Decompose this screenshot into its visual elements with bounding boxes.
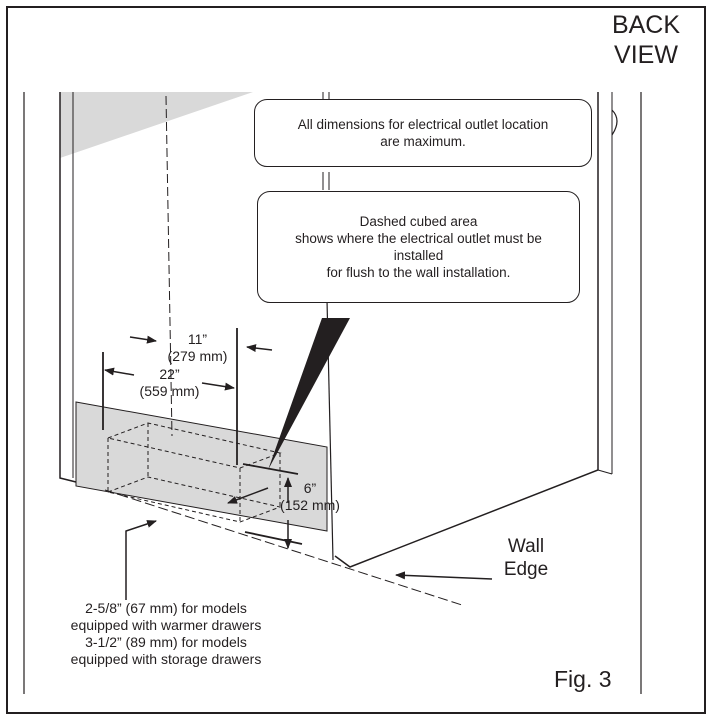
dim-22-mm: (559 mm) [139,383,200,399]
drawer-note-line-1: 2-5/8” (67 mm) for models [85,600,247,616]
callout-pointer [268,318,350,470]
dim-22-label: 22” (559 mm) [122,366,217,400]
view-title-line-1: BACK [611,11,681,39]
outer-frame [6,6,706,714]
note-cubed-area: Dashed cubed area shows where the electr… [257,191,580,303]
drawer-note-leader [125,520,157,600]
note-cubed-line-4: for flush to the wall installation. [326,265,511,280]
dim-11-label: 11” (279 mm) [150,331,245,365]
note-max-line-1: All dimensions for electrical outlet loc… [297,117,549,132]
view-title-line-2: VIEW [614,41,678,69]
note-max-line-2: are maximum. [380,134,466,149]
range-left-shade [60,92,253,158]
wall-edge-arrow [395,571,493,580]
drawer-note-line-2: equipped with warmer drawers [70,617,262,633]
figure-label: Fig. 3 [554,666,612,692]
note-max-dimensions: All dimensions for electrical outlet loc… [254,99,592,167]
dim-11-mm: (279 mm) [167,348,228,364]
outlet-cube [106,422,282,523]
dim-6-inches: 6” [303,480,317,496]
drawer-note-line-4: equipped with storage drawers [70,651,262,667]
dim-11-arrow-left [129,335,157,344]
note-cubed-line-3: installed [393,248,444,263]
dim-22-arrow-right [201,382,235,391]
range-right-handle [611,109,618,136]
wall-edge-line-1: Wall [507,536,545,557]
dim-11-arrow-right [246,344,273,353]
wall-edge-line-2: Edge [503,559,549,580]
view-title: BACK VIEW [598,10,694,70]
dim-6-bottom-extension [244,531,303,545]
dim-22-inches: 22” [159,366,180,382]
note-cubed-line-2: shows where the electrical outlet must b… [295,231,542,246]
center-dashed-line [165,95,173,437]
lower-back-panel [75,401,328,532]
dim-22-arrow-left [104,367,135,376]
dim-6-top-extension [242,463,299,475]
wall-edge-label: Wall Edge [486,535,566,581]
drawer-note-line-3: 3-1/2” (89 mm) for models [85,634,247,650]
dim-6-mm: (152 mm) [280,497,340,513]
dim-6-label: 6” (152 mm) [265,480,355,514]
wall-edge-line [104,489,463,606]
range-right-body [334,92,599,568]
drawer-depth-note: 2-5/8” (67 mm) for models equipped with … [40,600,292,668]
note-cubed-line-1: Dashed cubed area [359,214,478,229]
range-right-lower-edge [597,469,613,475]
drawer-depth-arrow [227,487,269,504]
dim-11-inches: 11” [187,331,208,347]
